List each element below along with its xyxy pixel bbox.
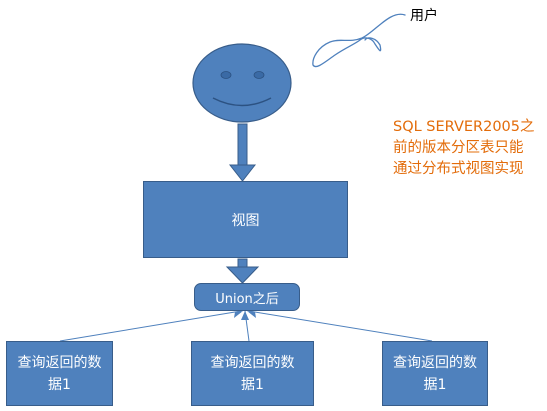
annotation-note-line: 前的版本分区表只能 bbox=[393, 140, 524, 156]
data-result-box: 查询返回的数 据1 bbox=[191, 341, 314, 406]
user-label: 用户 bbox=[410, 8, 438, 24]
union-label: Union之后 bbox=[215, 291, 279, 307]
data-box-text-line2: 据1 bbox=[423, 376, 447, 393]
view-box: 视图 bbox=[143, 181, 348, 258]
data-result-box: 查询返回的数 据1 bbox=[6, 341, 113, 406]
connector-line-left bbox=[59, 310, 242, 342]
smiley-face-icon bbox=[192, 43, 292, 123]
handwritten-pointer-stroke bbox=[312, 13, 406, 68]
data-box-text-line1: 查询返回的数 bbox=[17, 354, 102, 371]
data-box-text-line2: 据1 bbox=[241, 376, 264, 393]
connector-line-right bbox=[248, 310, 433, 342]
annotation-note-line: SQL SERVER2005之 bbox=[393, 119, 535, 135]
arrow-down-user-to-view bbox=[228, 123, 257, 182]
view-label: 视图 bbox=[231, 212, 260, 229]
annotation-note: SQL SERVER2005之 前的版本分区表只能 通过分布式视图实现 bbox=[393, 117, 545, 180]
data-box-text-line2: 据1 bbox=[48, 376, 71, 393]
annotation-note-line: 通过分布式视图实现 bbox=[393, 161, 524, 177]
data-result-box: 查询返回的数 据1 bbox=[382, 341, 488, 406]
connector-arrowheads bbox=[234, 311, 256, 320]
data-box-text-line1: 查询返回的数 bbox=[393, 354, 477, 371]
arrow-down-view-to-union bbox=[225, 258, 260, 284]
data-box-text-line1: 查询返回的数 bbox=[210, 354, 295, 371]
union-box: Union之后 bbox=[194, 283, 300, 311]
